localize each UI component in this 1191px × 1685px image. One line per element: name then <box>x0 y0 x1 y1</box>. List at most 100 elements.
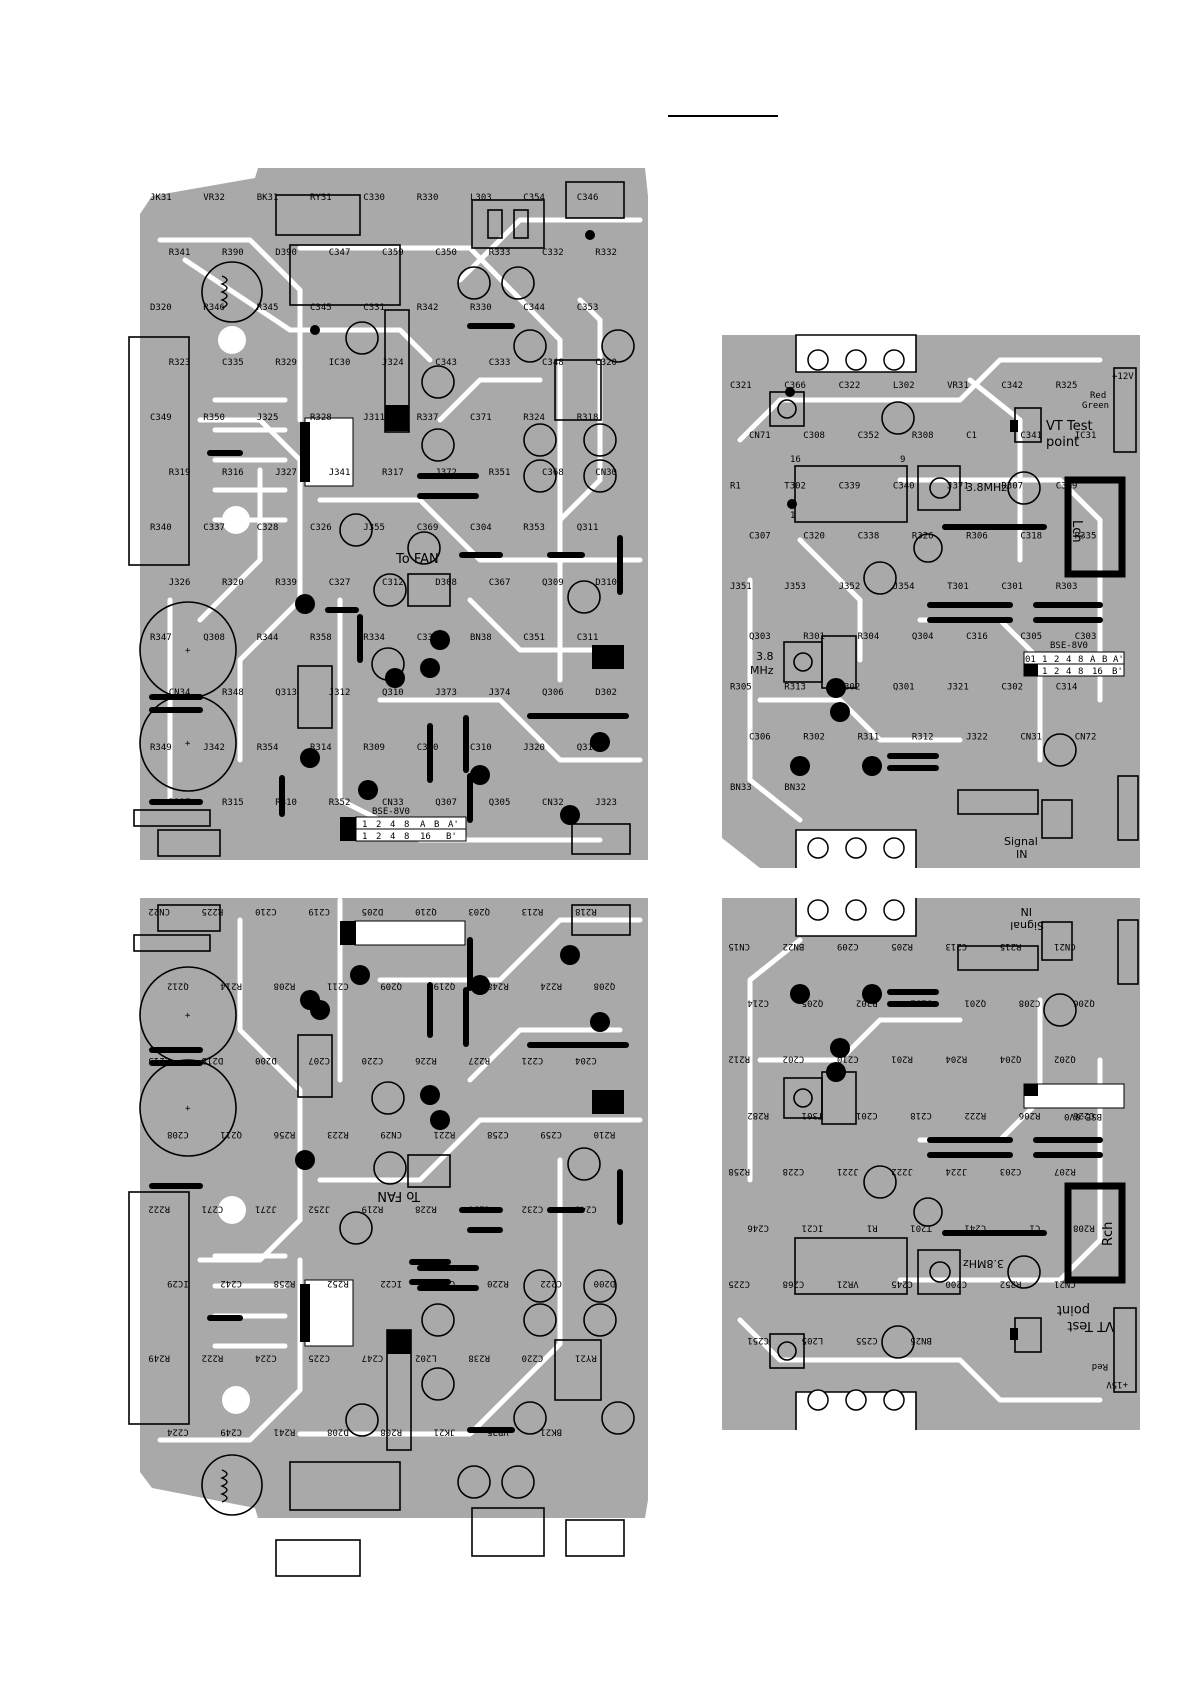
lower-left-ref-r225-1: R225 <box>202 906 224 916</box>
lower-left-ref-c232-43: C232 <box>522 1204 544 1214</box>
wire-green-label: Green <box>1082 401 1109 411</box>
upper-left-ref-c370-95: C370 <box>417 743 439 753</box>
upper-left-ref-r345-20: R345 <box>257 303 279 313</box>
svg-text:+: + <box>185 1104 191 1114</box>
lower-right-ref-c208-12: C208 <box>1019 997 1041 1007</box>
upper-left-ref-r332-17: R332 <box>595 248 617 258</box>
upper-left-ref-q313-83: Q313 <box>275 688 297 698</box>
upper-left-ref-c345-21: C345 <box>310 303 332 313</box>
lower-right-ref-r258-28: R258 <box>728 1166 750 1176</box>
upper-left-ref-ry31-3: RY31 <box>310 193 332 203</box>
upper-left-ref-r344-74: R344 <box>257 633 279 643</box>
upper-right-ref-c322-2: C322 <box>839 381 861 391</box>
lower-right-ref-c214-7: C214 <box>747 997 769 1007</box>
lower-left-ref-c211-12: C211 <box>327 980 349 990</box>
upper-left-ref-c331-22: C331 <box>363 303 385 313</box>
lower-left-ref-vr25-69: VR25 <box>487 1427 509 1437</box>
lower-left-ref-q203-6: Q203 <box>468 906 490 916</box>
code-ur-A: A <box>1090 655 1096 665</box>
lower-left-ref-c221-25: C221 <box>522 1055 544 1065</box>
lower-left-ref-c258-33: C258 <box>487 1129 509 1139</box>
upper-left-ref-q311-62: Q311 <box>577 523 599 533</box>
upper-right-ref-r312-52: R312 <box>912 733 934 743</box>
lower-left-ref-l202-59: L202 <box>415 1352 437 1362</box>
upper-left-ref-c346-8: C346 <box>577 193 599 203</box>
lower-right-ref-q206-13: Q206 <box>1073 997 1095 1007</box>
upper-right-ref-r304-37: R304 <box>858 632 880 642</box>
lower-left-ref-c256-42: C256 <box>468 1204 490 1214</box>
lower-left-ref-r252-48: R252 <box>327 1278 349 1288</box>
upper-left-ref-r316-46: R316 <box>222 468 244 478</box>
upper-left-ref-d320-18: D320 <box>150 303 172 313</box>
upper-right-ref-q302-44: Q302 <box>839 682 861 692</box>
upper-left-ref-r353-61: R353 <box>523 523 545 533</box>
upper-left-ref-bn38-78: BN38 <box>470 633 492 643</box>
lower-right-ref-c203-33: C203 <box>1000 1166 1022 1176</box>
power-12v-label: +12V <box>1112 372 1134 382</box>
upper-left-ref-c367-69: C367 <box>489 578 511 588</box>
lower-right-ref-r222-25: R222 <box>964 1110 986 1120</box>
connector-code-upper-left: BSE-8V0 <box>372 807 410 817</box>
lower-right-ref-ic21-36: IC21 <box>802 1222 824 1232</box>
upper-right-ref-c341-12: C341 <box>1020 431 1042 441</box>
upper-left-ref-r323-27: R323 <box>169 358 191 368</box>
lower-left-ref-c219-3: C219 <box>308 906 330 916</box>
upper-left-ref-r339-65: R339 <box>275 578 297 588</box>
upper-right-ref-r303-34: R303 <box>1056 582 1078 592</box>
upper-right-ref-c321-0: C321 <box>730 381 752 391</box>
upper-left-ref-j327-47: J327 <box>275 468 297 478</box>
upper-left-ref-q309-70: Q309 <box>542 578 564 588</box>
code-upper-left-01: 01 <box>342 820 353 830</box>
lower-left-ref-r248-15: R248 <box>487 980 509 990</box>
upper-left-ref-cn34-81: CN34 <box>169 688 191 698</box>
lower-right-ref-r215-5: R215 <box>1000 941 1022 951</box>
lower-left-ref-j252-39: J252 <box>308 1204 330 1214</box>
lower-right-ref-q201-11: Q201 <box>964 997 986 1007</box>
lower-right-ref-r1-37: R1 <box>867 1222 878 1232</box>
upper-right-ref-j352-30: J352 <box>839 582 861 592</box>
lower-left-ref-c247-58: C247 <box>362 1352 384 1362</box>
upper-left-ref-r350-37: R350 <box>203 413 225 423</box>
upper-right-ref-r311-51: R311 <box>858 733 880 743</box>
lower-right-ref-r207-34: R207 <box>1054 1166 1076 1176</box>
signal-in-lower-1: Signal <box>1010 919 1044 932</box>
upper-left-ref-q306-88: Q306 <box>542 688 564 698</box>
lower-left-ref-c210-2: C210 <box>255 906 277 916</box>
lower-left-ref-r224-16: R224 <box>540 980 562 990</box>
upper-right-ref-c338-23: C338 <box>858 532 880 542</box>
upper-left-ref-r330-5: R330 <box>417 193 439 203</box>
lower-left-ref-q212-9: Q212 <box>167 980 189 990</box>
upper-right-ref-t302-15: T302 <box>784 481 806 491</box>
code-ur-4: 4 <box>1066 655 1071 665</box>
lower-left-ref-r227-24: R227 <box>468 1055 490 1065</box>
lower-left-ref-ic22-49: IC22 <box>380 1278 402 1288</box>
upper-right-ref-r305-42: R305 <box>730 682 752 692</box>
lower-right-ref-bn22-1: BN22 <box>783 941 805 951</box>
upper-right-ref-r307-19: R307 <box>1001 481 1023 491</box>
upper-left-ref-c333-33: C333 <box>489 358 511 368</box>
code-upper-left-1: 1 <box>362 820 367 830</box>
upper-left-ref-c369-59: C369 <box>417 523 439 533</box>
upper-left-ref-q310-85: Q310 <box>382 688 404 698</box>
upper-left-ref-r317-49: R317 <box>382 468 404 478</box>
upper-left-ref-c327-66: C327 <box>329 578 351 588</box>
lower-right-ref-l205-50: L205 <box>802 1335 824 1345</box>
upper-right-ref-bn32-57: BN32 <box>784 783 806 793</box>
lower-right-ref-j252-10: J252 <box>910 997 932 1007</box>
ic31-pin9: 9 <box>900 455 905 465</box>
lower-left-ref-r249-54: R249 <box>148 1352 170 1362</box>
code-ur-r2-Bprime: B' <box>1112 667 1123 677</box>
upper-left-ref-r352-102: R352 <box>329 798 351 808</box>
lower-right-ref-r206-26: R206 <box>1019 1110 1041 1120</box>
lower-left-ref-r208-67: R208 <box>380 1427 402 1437</box>
upper-left-ref-bk31-2: BK31 <box>257 193 279 203</box>
connector-code-upper-right: BSE-8V0 <box>1050 641 1088 651</box>
upper-left-ref-c350-14: C350 <box>435 248 457 258</box>
lower-left-ref-r221-32: R221 <box>434 1129 456 1139</box>
lower-left-ref-c249-64: C249 <box>220 1427 242 1437</box>
lower-right-ref-c200-46: C200 <box>945 1279 967 1289</box>
upper-right-ref-q301-45: Q301 <box>893 682 915 692</box>
code-upper-left-Aprime: A' <box>448 820 459 830</box>
